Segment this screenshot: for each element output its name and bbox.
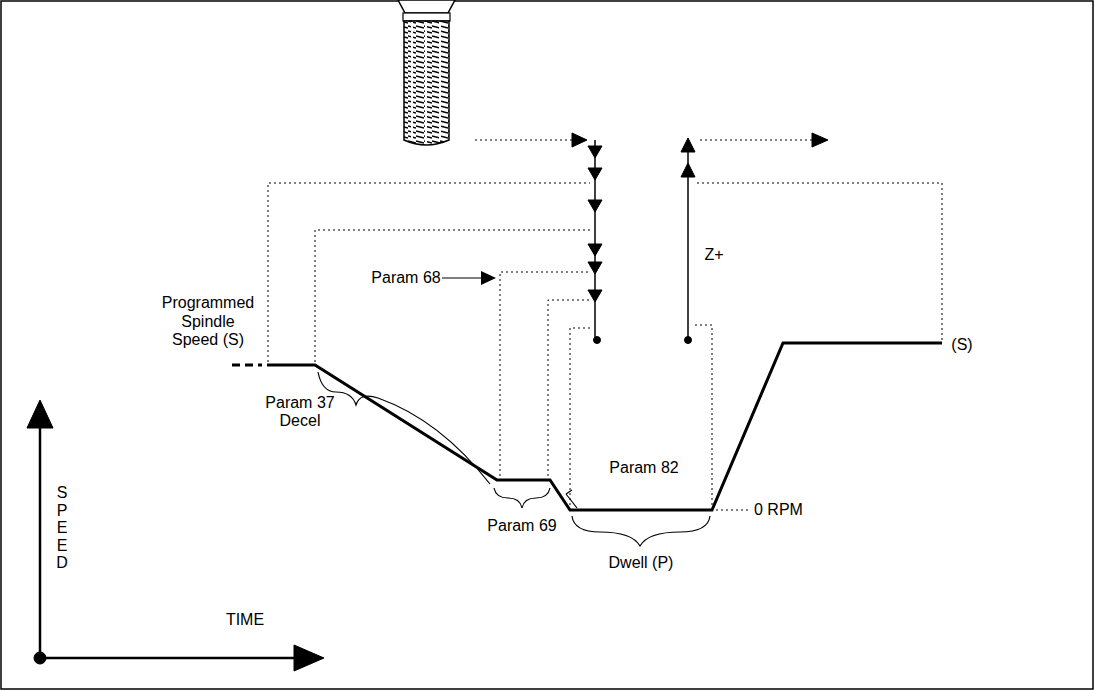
axis-title: SPEED bbox=[54, 484, 70, 572]
param-label: Param 68 bbox=[371, 269, 440, 287]
timing-leaders bbox=[232, 140, 942, 510]
param-label: Param 37 Decel bbox=[261, 394, 339, 431]
param-label: Param 82 bbox=[609, 459, 678, 477]
dwell-label: Dwell (P) bbox=[609, 554, 674, 572]
speed-curve bbox=[267, 343, 942, 510]
axis-title: TIME bbox=[226, 611, 264, 629]
brackets bbox=[318, 278, 710, 546]
tap-tool bbox=[398, 0, 455, 145]
param68-arrowhead bbox=[481, 271, 496, 285]
z-motion bbox=[572, 133, 828, 344]
axis-direction: Z+ bbox=[704, 246, 723, 264]
axis-value: 0 RPM bbox=[754, 501, 803, 519]
speed-label: (S) bbox=[951, 336, 972, 354]
param-label: Param 69 bbox=[487, 517, 556, 535]
axes bbox=[27, 400, 324, 671]
speed-label: Programmed Spindle Speed (S) bbox=[162, 294, 254, 349]
